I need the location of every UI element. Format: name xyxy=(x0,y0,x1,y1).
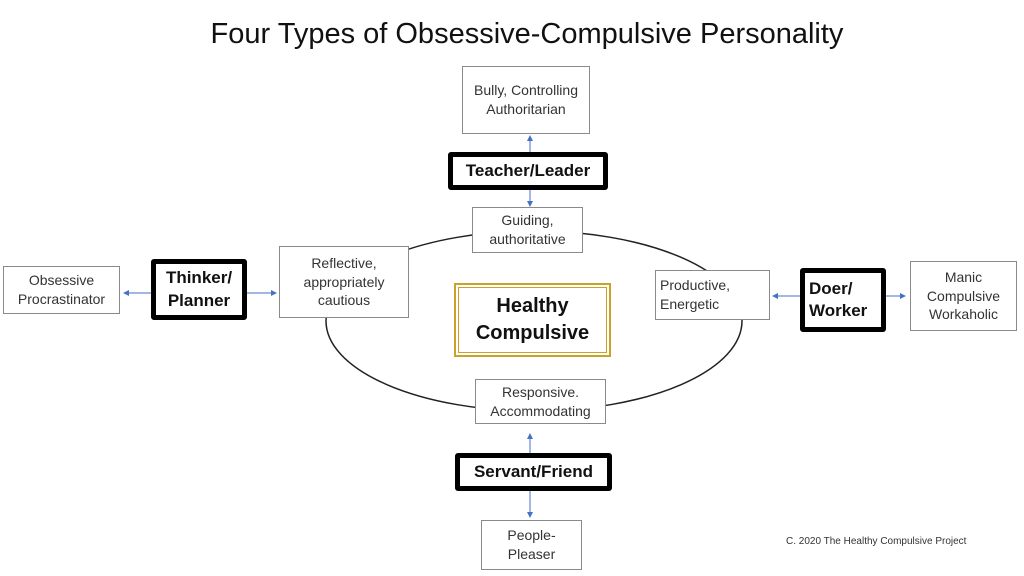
teacher-leader-box: Teacher/Leader xyxy=(448,152,608,190)
bully-box: Bully, Controlling Authoritarian xyxy=(462,66,590,134)
productive-box: Productive, Energetic xyxy=(655,270,770,320)
workaholic-box: Manic Compulsive Workaholic xyxy=(910,261,1017,331)
doer-worker-box: Doer/ Worker xyxy=(800,268,886,332)
healthy-compulsive-box: Healthy Compulsive xyxy=(454,283,611,357)
copyright-note: C. 2020 The Healthy Compulsive Project xyxy=(786,536,967,547)
procrastinator-box: Obsessive Procrastinator xyxy=(3,266,120,314)
reflective-box: Reflective, appropriately cautious xyxy=(279,246,409,318)
diagram-title: Four Types of Obsessive-Compulsive Perso… xyxy=(210,18,844,50)
guiding-box: Guiding, authoritative xyxy=(472,207,583,253)
people-pleaser-box: People-Pleaser xyxy=(481,520,582,570)
thinker-planner-box: Thinker/ Planner xyxy=(151,259,247,320)
responsive-box: Responsive. Accommodating xyxy=(475,379,606,424)
servant-friend-box: Servant/Friend xyxy=(455,453,612,491)
